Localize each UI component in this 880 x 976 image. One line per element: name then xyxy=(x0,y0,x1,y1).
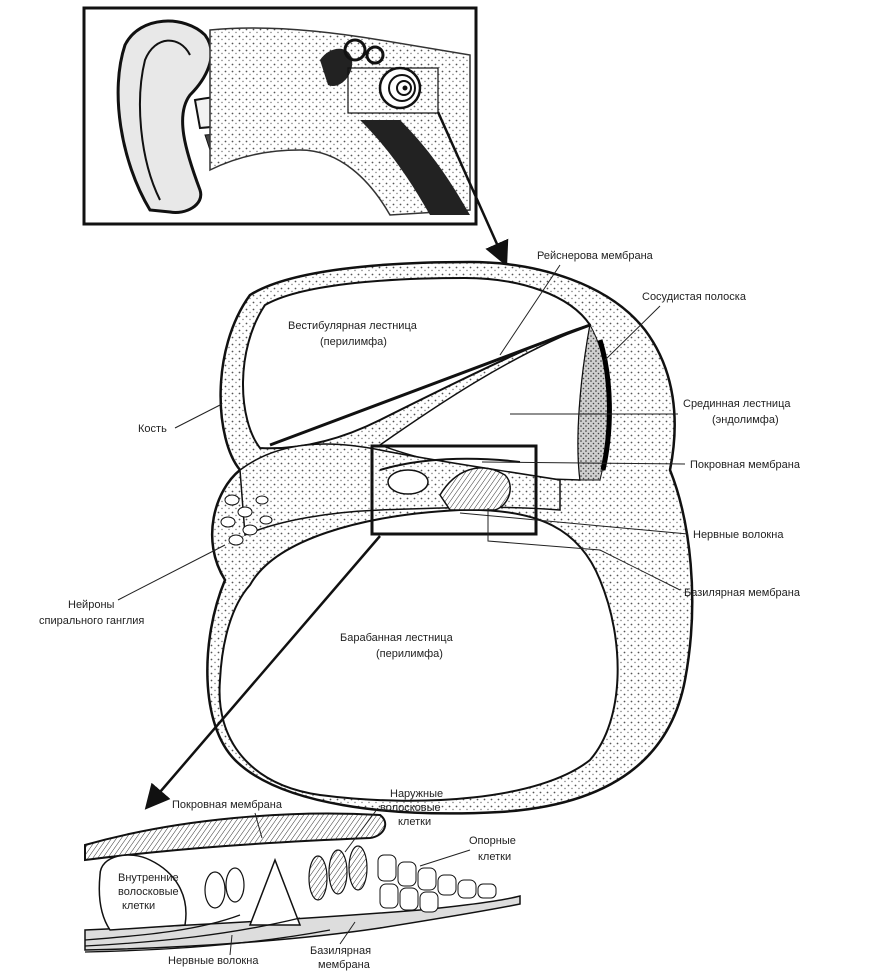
label-reissner: Рейснерова мембрана xyxy=(537,250,654,262)
detail-label-inner-hair-1: Внутренние xyxy=(118,872,179,884)
label-basilar: Базилярная мембрана xyxy=(684,587,801,599)
cochlea-spiral-drawing xyxy=(380,68,420,108)
detail-label-outer-hair-2: волосковые xyxy=(380,802,441,814)
detail-label-tectorial: Покровная мембрана xyxy=(172,799,283,811)
label-median-1: Срединная лестница xyxy=(683,398,791,410)
ear-anatomy-inset xyxy=(84,8,476,224)
label-vestibular-2: (перилимфа) xyxy=(320,336,387,348)
detail-label-inner-hair-3: клетки xyxy=(122,900,155,912)
label-median-2: (эндолимфа) xyxy=(712,414,779,426)
detail-inner-hair-cells xyxy=(205,868,244,908)
label-stria: Сосудистая полоска xyxy=(642,291,747,303)
detail-label-nerve-fibers: Нервные волокна xyxy=(168,955,259,967)
detail-label-inner-hair-2: волосковые xyxy=(118,886,179,898)
detail-label-outer-hair-3: клетки xyxy=(398,816,431,828)
label-bone: Кость xyxy=(138,423,167,435)
label-nerve-fibers: Нервные волокна xyxy=(693,529,784,541)
label-vestibular-1: Вестибулярная лестница xyxy=(288,320,418,332)
leader-bone xyxy=(175,404,222,428)
label-tectorial: Покровная мембрана xyxy=(690,459,801,471)
leader-neurons xyxy=(118,545,225,600)
label-neurons-2: спирального ганглия xyxy=(39,615,144,627)
detail-label-supporting-2: клетки xyxy=(478,851,511,863)
detail-label-basilar-2: мембрана xyxy=(318,959,371,971)
label-neurons-1: Нейроны xyxy=(68,599,115,611)
detail-leader-supporting xyxy=(420,850,470,866)
label-tympanic-2: (перилимфа) xyxy=(376,648,443,660)
detail-outer-hair-cells xyxy=(309,846,367,900)
detail-label-outer-hair-1: Наружные xyxy=(390,788,443,800)
label-tympanic-1: Барабанная лестница xyxy=(340,632,454,644)
detail-label-supporting-1: Опорные xyxy=(469,835,516,847)
detail-pillar-cells xyxy=(250,860,300,925)
detail-label-basilar-1: Базилярная xyxy=(310,945,371,957)
cochlea-cross-section xyxy=(207,262,692,813)
